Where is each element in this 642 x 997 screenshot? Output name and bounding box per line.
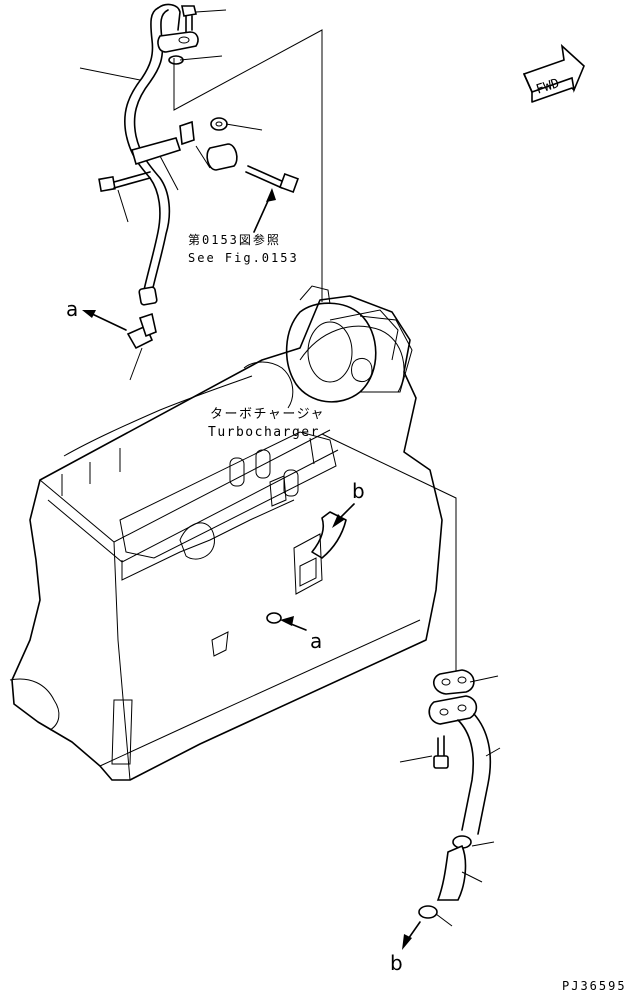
turbo-label-leader — [309, 437, 315, 465]
turbo-jp-label: ターボチャージャ — [210, 407, 325, 422]
turbocharger — [285, 285, 413, 403]
intake-manifold — [119, 431, 337, 560]
drain-flange — [428, 695, 478, 725]
ref-letter-b-bottom: b — [390, 951, 403, 975]
leader-clamp-upper — [471, 841, 495, 847]
engine-plug-fitting — [266, 612, 282, 624]
arrow-b-top — [332, 503, 355, 528]
leader-hose — [461, 871, 483, 883]
arrow-a-top — [82, 310, 127, 331]
leader-clamp-lower — [435, 913, 453, 927]
turbo-en-label: Turbocharger — [208, 425, 320, 440]
clamp-bolt-left — [98, 171, 151, 193]
see-fig-arrow — [253, 188, 276, 233]
hose-clamp-lower — [418, 905, 438, 919]
drain-port — [311, 511, 347, 559]
engine-block — [9, 295, 443, 781]
washer — [210, 117, 228, 131]
see-fig-jp-label: 第0153図参照 — [188, 232, 281, 247]
ref-letter-a-top: a — [66, 297, 78, 321]
spacer-collar — [206, 143, 238, 171]
elbow-fitting — [126, 312, 157, 350]
flange-bolt-top — [181, 5, 197, 33]
leader-drain-tube — [485, 747, 501, 757]
ref-letter-a-bottom: a — [310, 629, 322, 653]
fwd-arrow-icon: FWD — [522, 43, 585, 103]
drain-gasket — [433, 669, 475, 695]
drain-tube — [457, 713, 492, 835]
arrow-b-bottom — [402, 921, 421, 950]
tube-clamp — [131, 120, 195, 166]
leader-gasket — [469, 675, 499, 683]
drain-flange-bolt — [433, 735, 449, 769]
drain-hose — [436, 844, 467, 901]
leader-lines-upper — [79, 9, 323, 381]
ref-letter-b-top: b — [352, 479, 365, 503]
arrow-a-bottom — [280, 616, 307, 631]
clamp-bolt-right — [245, 165, 299, 193]
fwd-label: FWD — [534, 76, 561, 98]
leader-drain-bolt — [399, 755, 433, 763]
drain-leader-line — [321, 433, 457, 676]
see-fig-en-label: See Fig.0153 — [188, 251, 299, 265]
tube-flange-top — [157, 31, 199, 53]
drawing-number: PJ36595 — [562, 979, 627, 993]
